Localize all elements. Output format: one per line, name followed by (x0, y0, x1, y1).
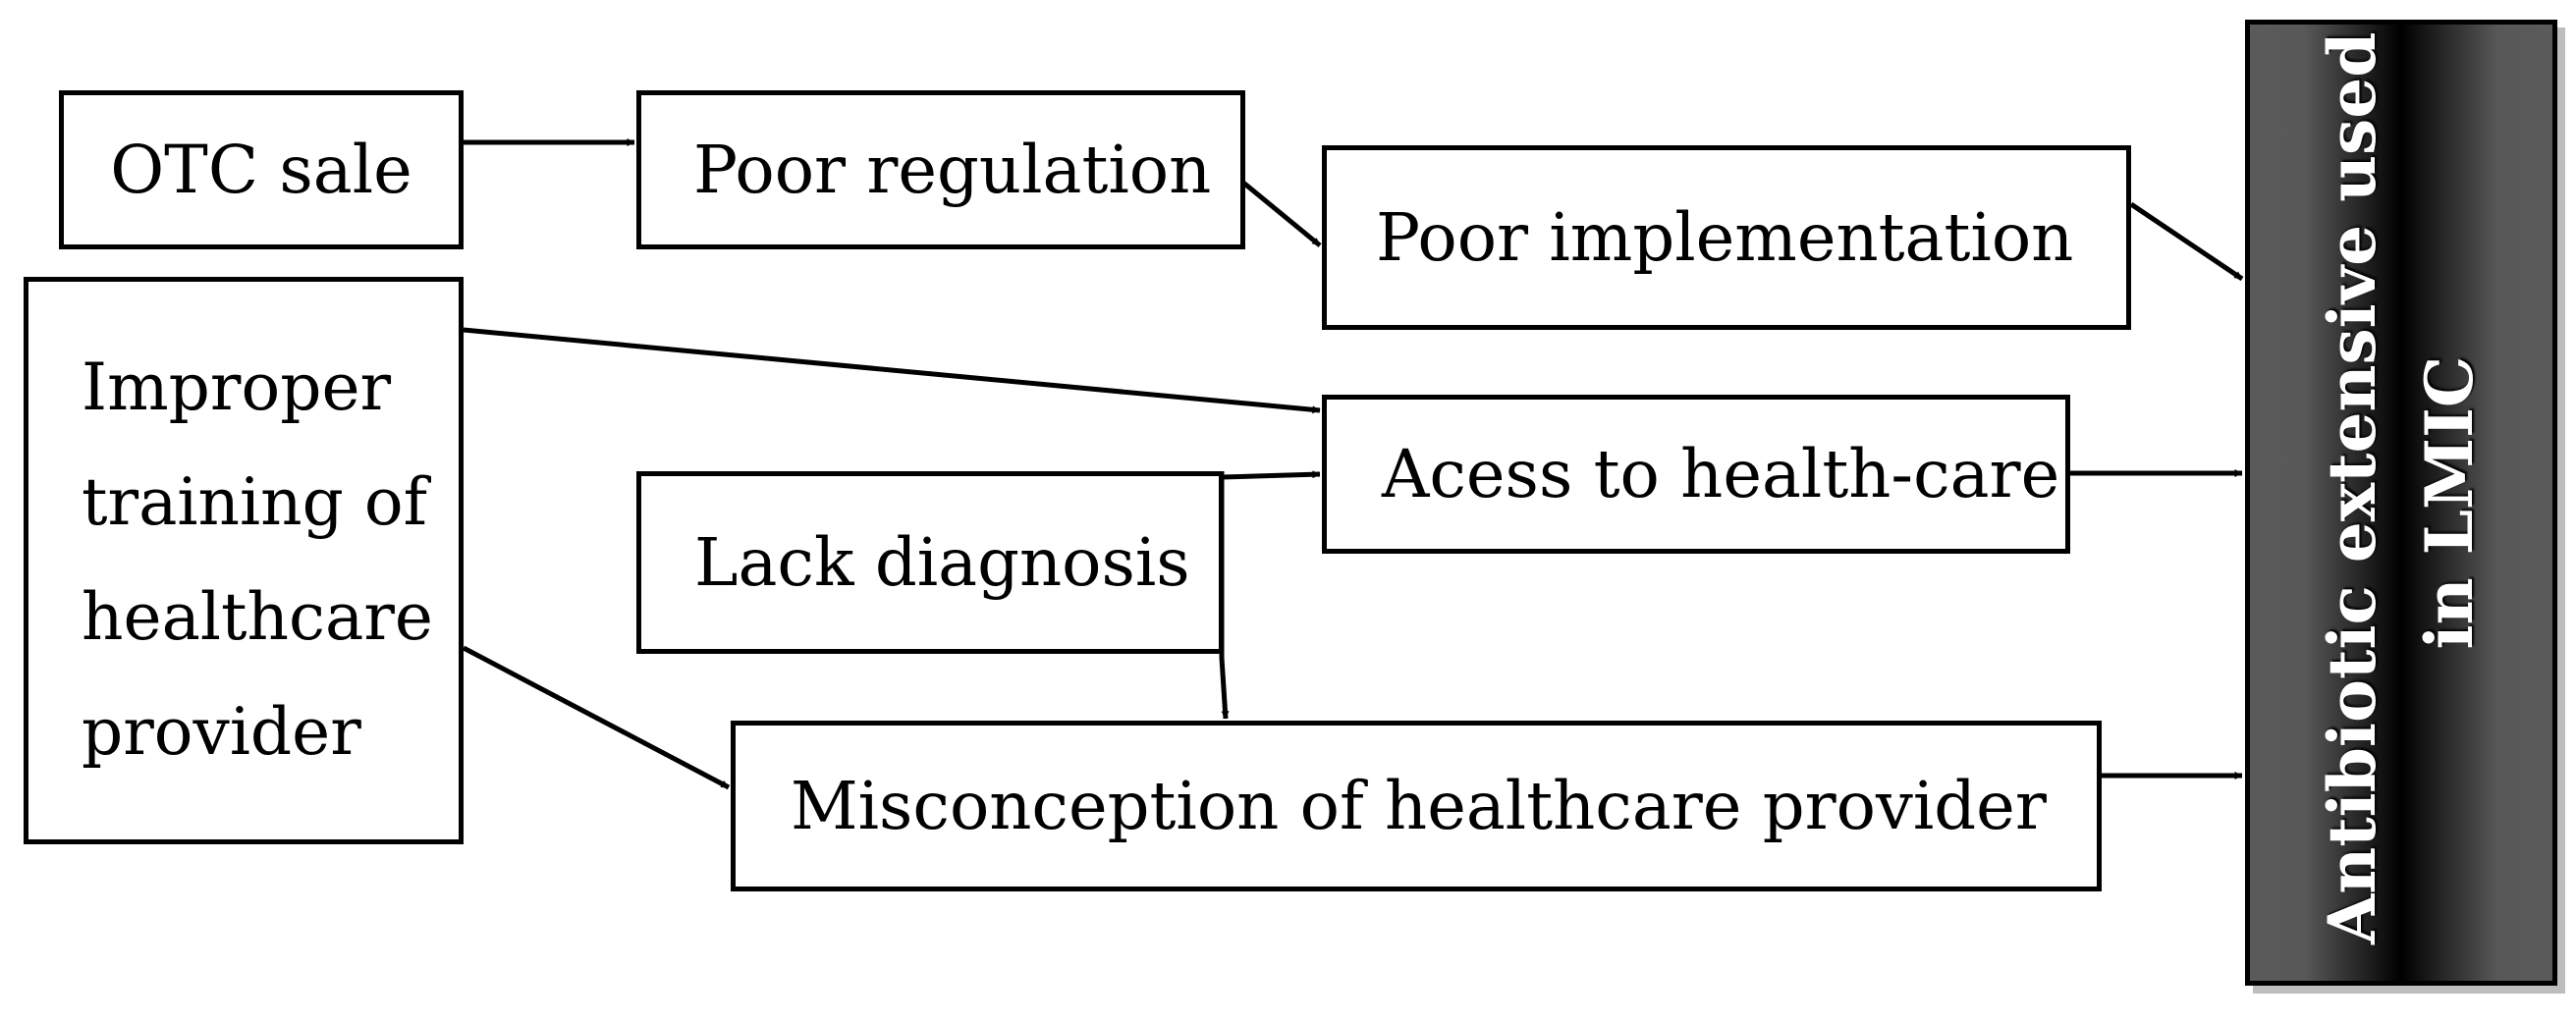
arrow-diagnosis-to-access (1221, 470, 1321, 480)
node-antibiotic-outcome-line-2: in LMIC (2411, 355, 2488, 650)
node-improper-training-line-4: provider (82, 693, 361, 770)
node-antibiotic-outcome-line-1: Antibiotic extensive used (2314, 31, 2390, 944)
node-antibiotic-outcome-text: Antibiotic extensive used in LMIC (2304, 31, 2498, 944)
node-improper-training-line-2: training of (82, 464, 428, 541)
node-poor-regulation-label: Poor regulation (693, 131, 1212, 208)
node-improper-training-line-3: healthcare (82, 579, 433, 655)
node-otc-sale: OTC sale (59, 90, 464, 249)
node-misconception: Misconception of healthcare provider (731, 721, 2102, 891)
node-poor-implementation: Poor implementation (1322, 145, 2131, 330)
node-access-to-health-care-label: Acess to health-care (1382, 435, 2060, 512)
node-access-to-health-care: Acess to health-care (1322, 395, 2070, 554)
node-improper-training: Improper training of healthcare provider (24, 277, 464, 844)
node-improper-training-text: Improper training of healthcare provider (82, 331, 433, 789)
arrow-training-to-misconception (462, 645, 731, 790)
node-misconception-label: Misconception of healthcare provider (791, 767, 2047, 844)
node-improper-training-line-1: Improper (82, 350, 392, 426)
arrow-training-to-access (463, 327, 1321, 414)
node-lack-diagnosis: Lack diagnosis (636, 471, 1224, 654)
node-antibiotic-outcome: Antibiotic extensive used in LMIC (2245, 20, 2557, 986)
node-otc-sale-label: OTC sale (110, 131, 412, 208)
arrow-regulation-to-implementation (1241, 181, 1322, 247)
node-poor-implementation-label: Poor implementation (1376, 198, 2074, 276)
node-lack-diagnosis-label: Lack diagnosis (694, 523, 1190, 601)
node-poor-regulation: Poor regulation (636, 90, 1245, 249)
arrow-implementation-to-outcome (2129, 201, 2244, 282)
